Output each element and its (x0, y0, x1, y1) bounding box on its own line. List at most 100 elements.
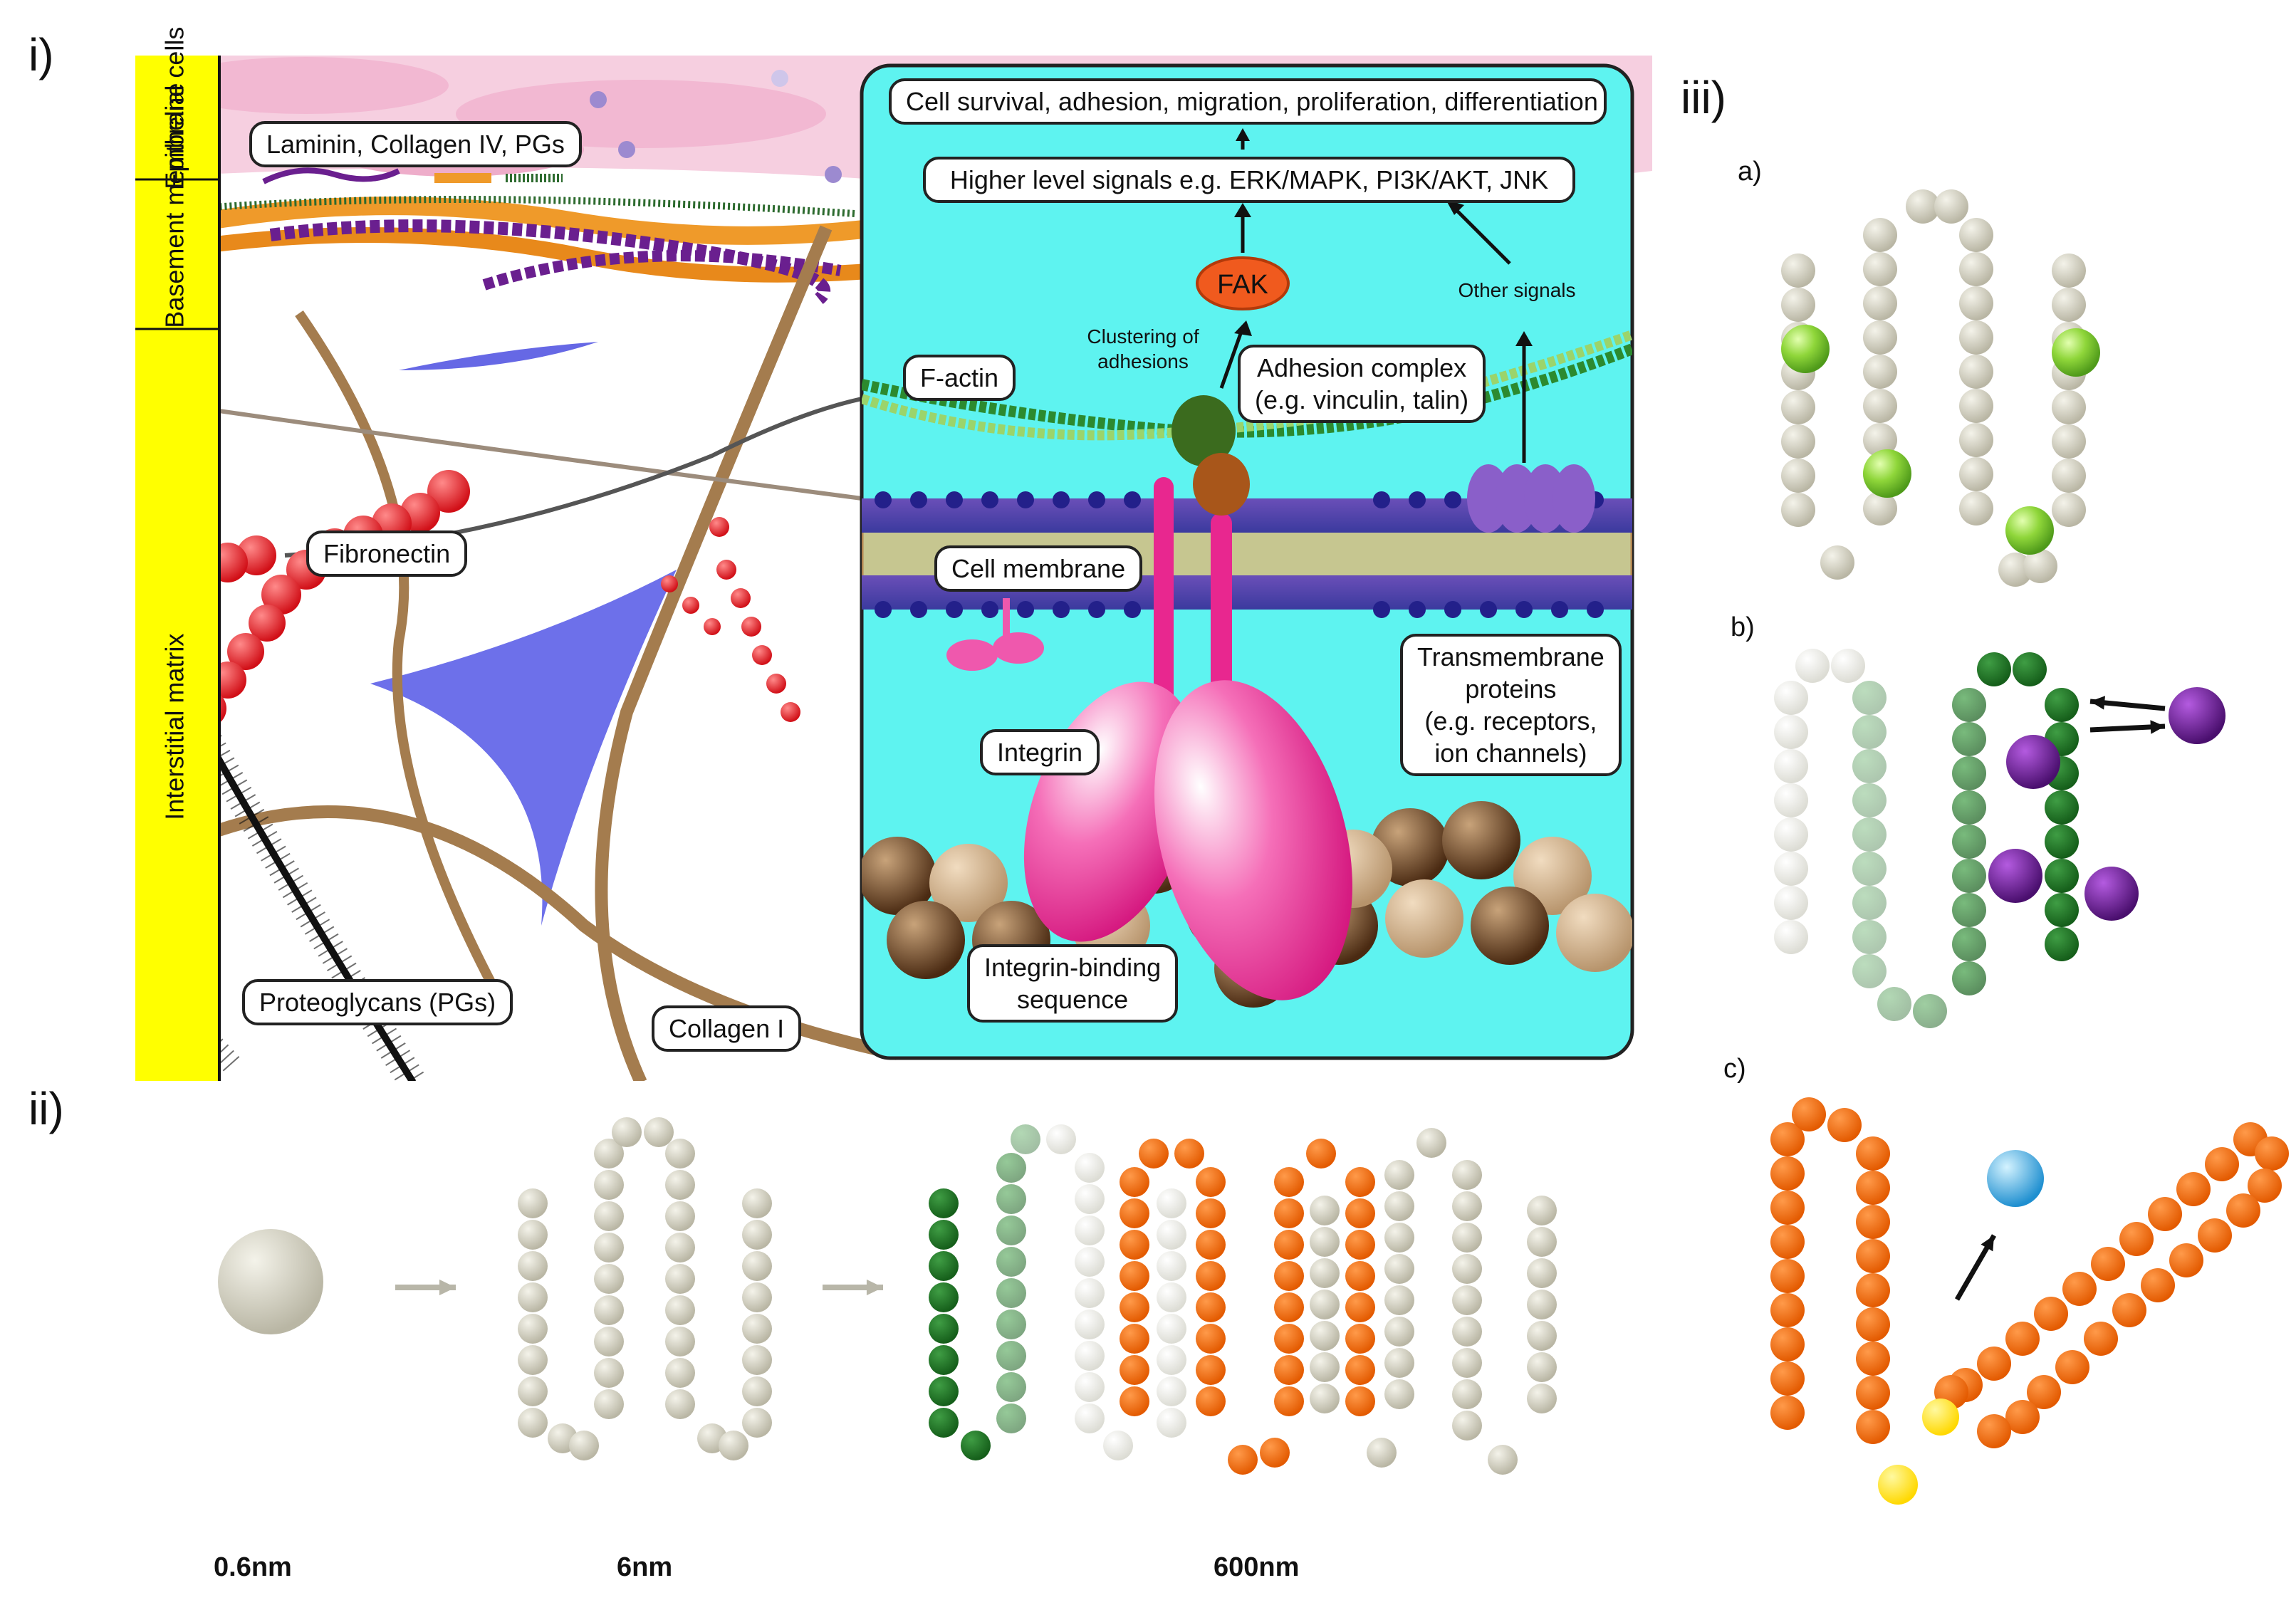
bead (1196, 1230, 1226, 1260)
bead (1527, 1258, 1557, 1288)
highlighted-bead (1781, 325, 1830, 373)
bead (1863, 218, 1897, 252)
panel-label-b: b) (1731, 612, 1755, 642)
bead (2045, 790, 2079, 825)
panel-label-i: i) (28, 29, 54, 80)
bead (1345, 1355, 1375, 1385)
bead (1852, 954, 1887, 988)
bead (2052, 390, 2086, 424)
bead (2148, 1197, 2182, 1231)
proteoglycans-label: Proteoglycans (PGs) (242, 979, 513, 1025)
highlighted-bead (2005, 506, 2054, 555)
cell-outcomes-box: Cell survival, adhesion, migration, prol… (889, 78, 1607, 125)
bead (996, 1309, 1026, 1339)
bead (1452, 1317, 1482, 1347)
bead (1959, 320, 1993, 355)
bead (1345, 1292, 1375, 1322)
bead (1852, 817, 1887, 852)
bead (1863, 423, 1897, 457)
bead (1367, 1438, 1397, 1468)
bead (1774, 749, 1808, 783)
bead (1452, 1285, 1482, 1315)
bead (1774, 852, 1808, 886)
bead (996, 1372, 1026, 1402)
bead (1310, 1258, 1340, 1288)
collagen-i-label: Collagen I (652, 1005, 802, 1052)
bead (518, 1188, 548, 1218)
bead (742, 1345, 772, 1375)
bead (1452, 1411, 1482, 1441)
bead (518, 1345, 548, 1375)
bead (2205, 1147, 2239, 1181)
ligand-bead (2006, 735, 2060, 789)
bead (1774, 817, 1808, 852)
bead (1977, 1347, 2011, 1381)
bead (1877, 987, 1911, 1021)
bead (1384, 1191, 1414, 1221)
scale-6nm: 6nm (617, 1552, 673, 1582)
bead (1196, 1324, 1226, 1354)
bead (1345, 1198, 1375, 1228)
clustering-line2: adhesions (1097, 350, 1189, 372)
bead (1781, 424, 1815, 459)
bead (1852, 715, 1887, 749)
bead (1120, 1324, 1149, 1354)
f-actin-label: F-actin (903, 355, 1016, 401)
bead (719, 1431, 748, 1460)
ligand-bead (2169, 687, 2225, 744)
bead (594, 1201, 624, 1231)
bead (1952, 927, 1986, 961)
bead (2055, 1350, 2089, 1384)
bead (1157, 1408, 1186, 1438)
bead (665, 1201, 695, 1231)
bead (612, 1117, 642, 1147)
bead (1345, 1261, 1375, 1291)
cell-membrane-label: Cell membrane (934, 545, 1143, 592)
bead (2045, 893, 2079, 927)
bead (1781, 288, 1815, 322)
bead (1488, 1445, 1518, 1475)
bead (594, 1389, 624, 1419)
bead (1196, 1355, 1226, 1385)
bead (996, 1278, 1026, 1308)
legend-label: Laminin, Collagen IV, PGs (249, 121, 582, 167)
bead (1157, 1188, 1186, 1218)
bead (594, 1295, 624, 1325)
bead (1452, 1223, 1482, 1253)
bead (1906, 189, 1940, 224)
bead (1075, 1184, 1105, 1214)
bead (594, 1170, 624, 1200)
bead (1274, 1355, 1304, 1385)
bead (665, 1139, 695, 1169)
scale-arrow-1-head (439, 1279, 456, 1296)
bead (929, 1251, 959, 1281)
bead (518, 1376, 548, 1406)
bead (1852, 852, 1887, 886)
binding-arrow-left-head (2090, 696, 2106, 710)
bead (1274, 1324, 1304, 1354)
bead (1310, 1227, 1340, 1257)
bead (1310, 1321, 1340, 1351)
bead (2005, 1400, 2040, 1434)
bead (1852, 886, 1887, 920)
bead (1856, 1205, 1890, 1239)
bead (1952, 756, 1986, 790)
bead (518, 1220, 548, 1250)
bead (1952, 859, 1986, 893)
bead (1345, 1324, 1375, 1354)
bead (1863, 252, 1897, 286)
scale-arrow-2-head (866, 1279, 883, 1296)
bead (1120, 1230, 1149, 1260)
bead (1852, 783, 1887, 817)
bead (1196, 1261, 1226, 1291)
bead (1959, 491, 1993, 526)
bead (2084, 1322, 2118, 1356)
bead (1157, 1314, 1186, 1344)
bead (996, 1247, 1026, 1277)
bead (742, 1282, 772, 1312)
bead (1527, 1352, 1557, 1382)
bead (1831, 649, 1865, 683)
bead (2045, 859, 2079, 893)
bead (996, 1403, 1026, 1433)
bead (1863, 320, 1897, 355)
